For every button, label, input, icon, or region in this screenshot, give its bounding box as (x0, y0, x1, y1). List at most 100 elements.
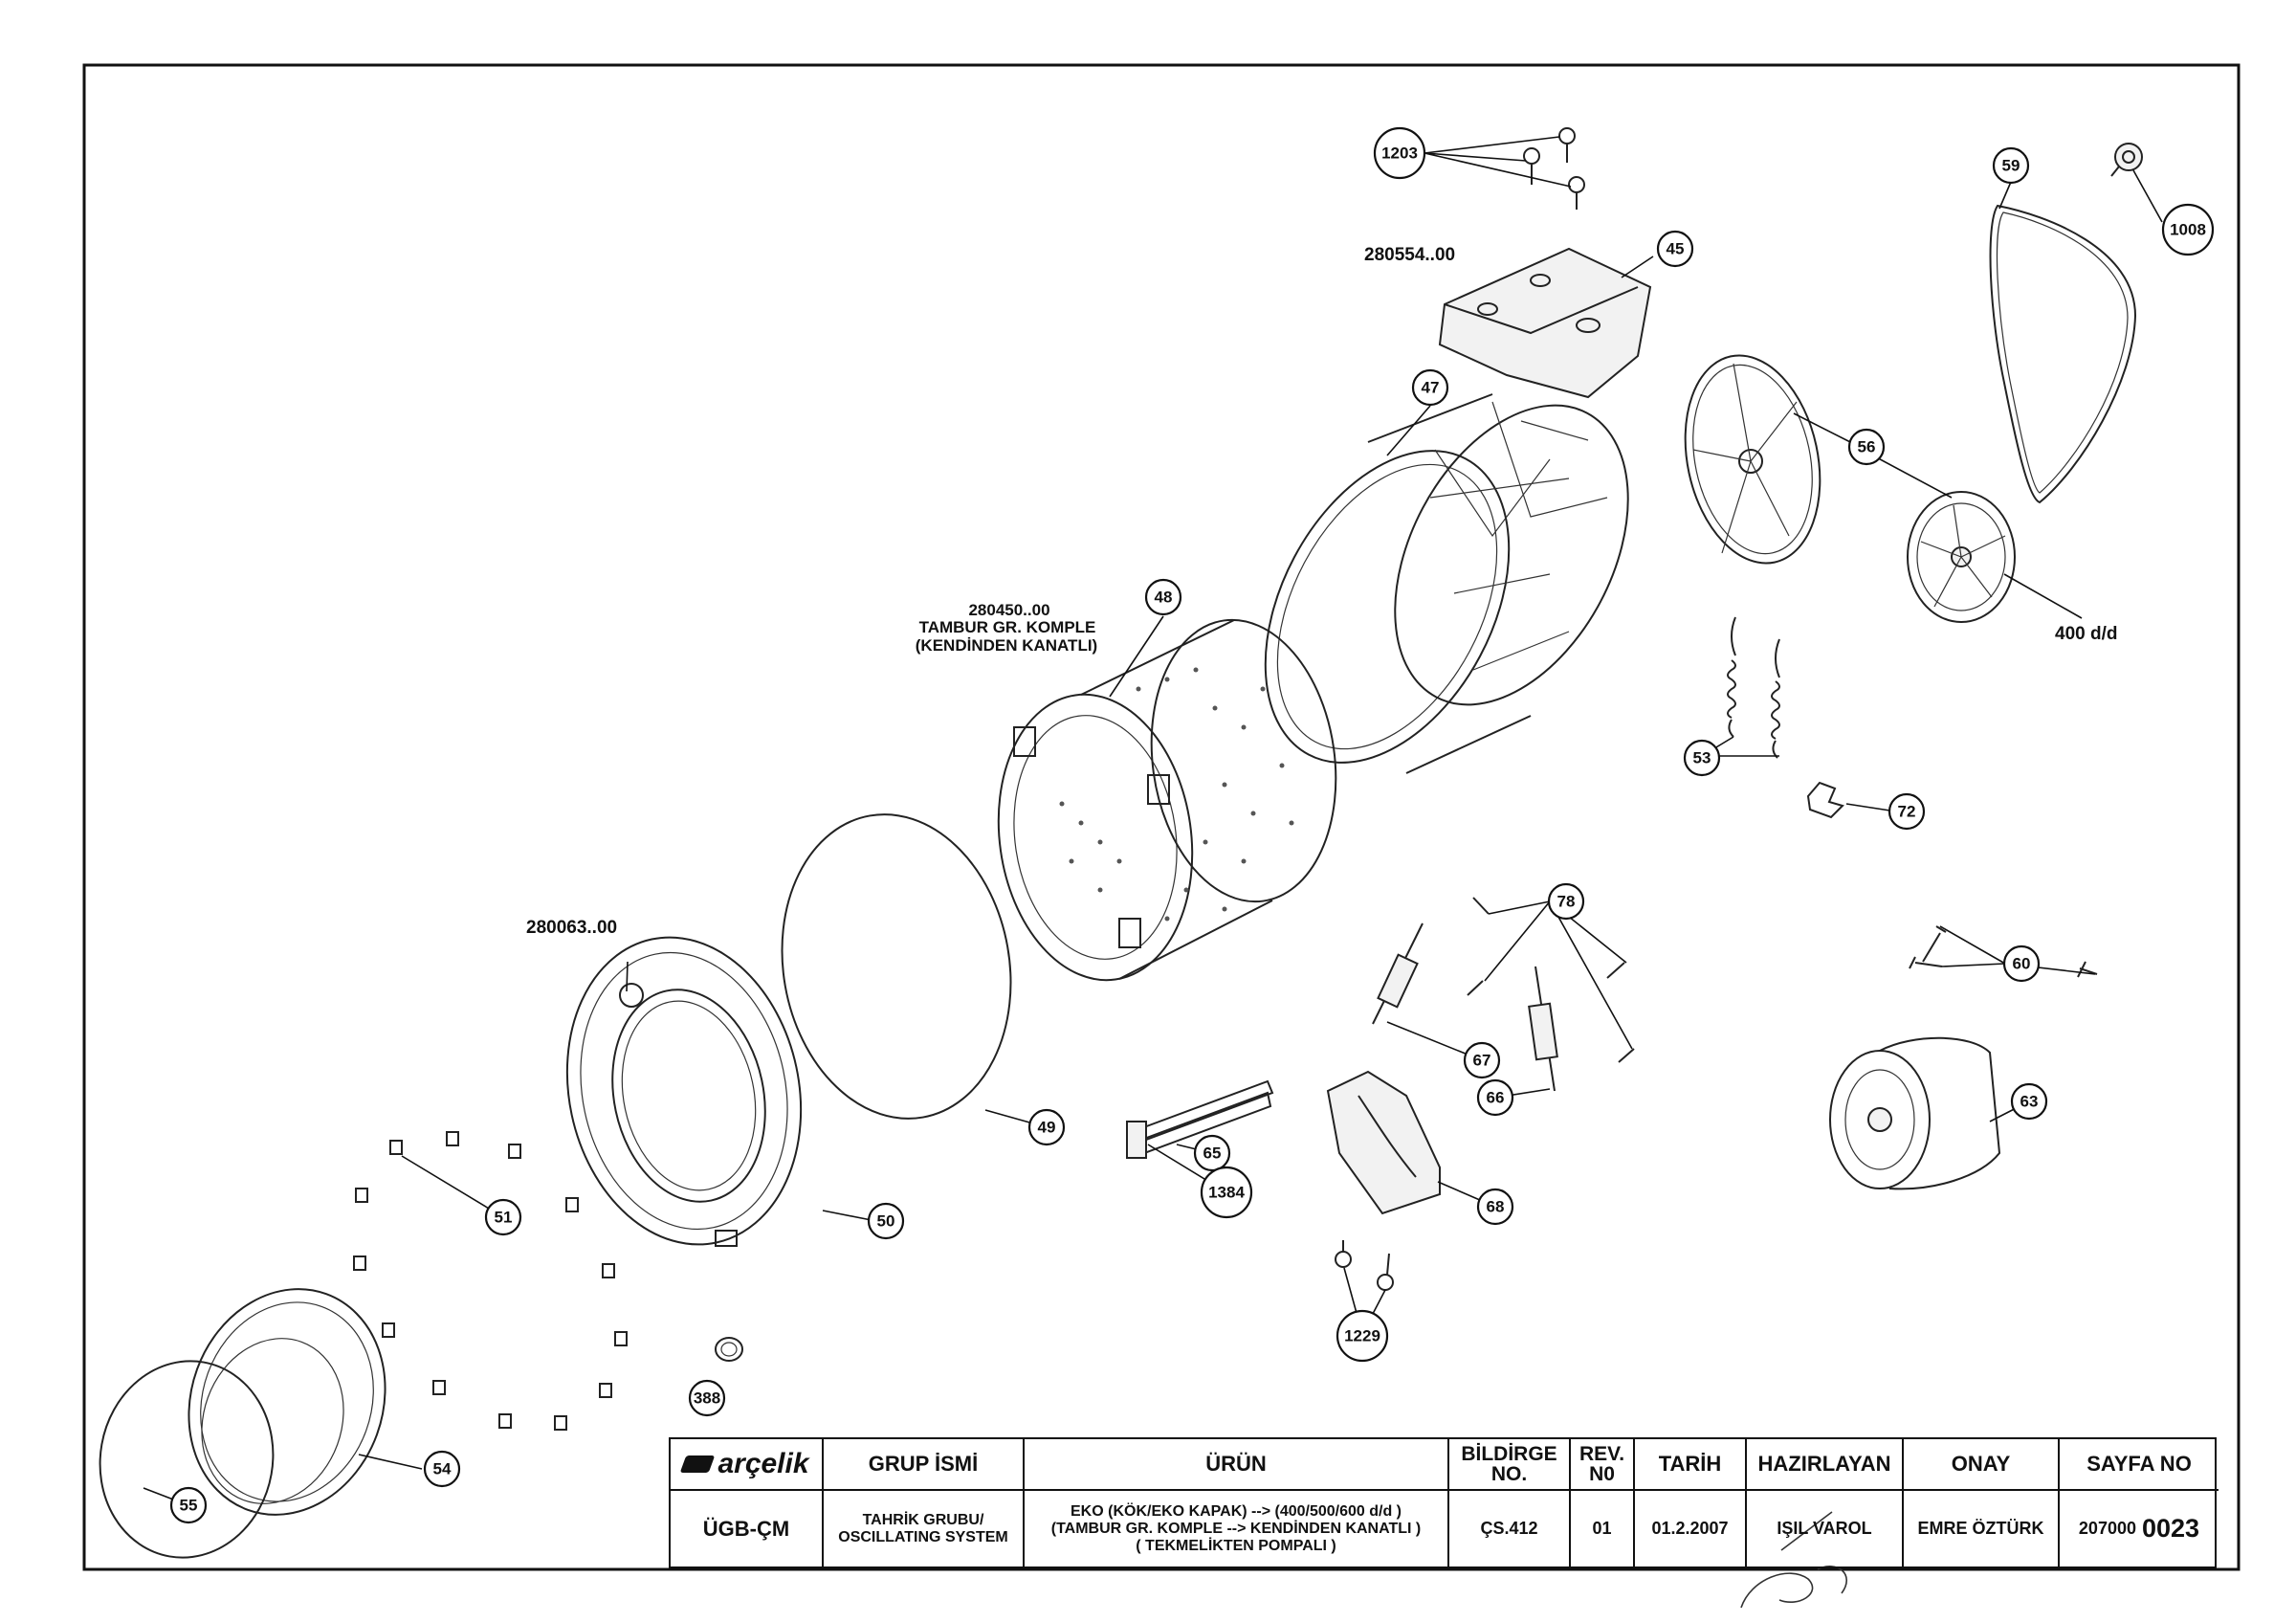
clamp-ring-55 (99, 1360, 275, 1559)
svg-text:47: 47 (1422, 379, 1440, 397)
callout-60: 60 (2002, 944, 2041, 983)
leader-lines (143, 136, 2163, 1508)
drum-48 (997, 618, 1337, 982)
pulley-size: 400 d/d (2055, 624, 2117, 644)
value-sayfa-no: 207000 0023 (2060, 1491, 2219, 1566)
header-onay: ONAY (1904, 1439, 2060, 1491)
value-rev-no: 01 (1571, 1491, 1635, 1566)
drive-belt-59-inner (1996, 211, 2129, 494)
screws-60 (1909, 925, 2098, 978)
callout-67: 67 (1463, 1041, 1501, 1079)
svg-text:59: 59 (2002, 157, 2020, 175)
callout-1203: 1203 (1373, 126, 1426, 180)
header-bildirge-no: BİLDİRGE NO. (1449, 1439, 1571, 1491)
logo-cell: arçelik (671, 1439, 824, 1491)
svg-text:1008: 1008 (2170, 221, 2206, 239)
callout-49: 49 (1027, 1108, 1066, 1146)
shock-absorber-67 (1372, 922, 1424, 1025)
callout-63: 63 (2010, 1082, 2048, 1121)
brand-mark-icon (680, 1455, 716, 1473)
clips-51 (353, 1131, 628, 1431)
callout-66: 66 (1476, 1078, 1514, 1117)
svg-text:67: 67 (1473, 1052, 1491, 1070)
arcelik-logo: arçelik (680, 1448, 809, 1480)
drive-belt-59 (1989, 204, 2137, 504)
code-280063: 280063..00 (526, 918, 617, 938)
pump-housing-68 (1326, 1070, 1441, 1215)
sayfa-prefix: 207000 (2078, 1519, 2136, 1538)
code-280554: 280554..00 (1364, 245, 1455, 265)
svg-text:72: 72 (1898, 803, 1916, 821)
front-frame-50 (565, 936, 803, 1247)
bolts-78 (1467, 897, 1635, 1063)
tambur-line-2: (KENDİNDEN KANATLI) (916, 636, 1097, 655)
heater-65 (1126, 1079, 1274, 1159)
callout-56: 56 (1847, 428, 1886, 466)
clip-72 (1806, 781, 1844, 819)
header-sayfa-no: SAYFA NO (2060, 1439, 2219, 1491)
pulley (1907, 491, 2016, 623)
code-280450: 280450..00 (968, 601, 1049, 619)
callout-48: 48 (1144, 578, 1182, 616)
svg-text:60: 60 (2013, 955, 2031, 973)
screw-set-1203 (1523, 127, 1585, 210)
seal-388 (715, 1337, 743, 1362)
svg-text:56: 56 (1858, 438, 1876, 456)
value-tarih: 01.2.2007 (1635, 1491, 1747, 1566)
springs-53 (1727, 616, 1780, 759)
header-grup-ismi: GRUP İSMİ (824, 1439, 1025, 1491)
svg-text:1229: 1229 (1344, 1327, 1380, 1345)
callout-1384: 1384 (1200, 1166, 1253, 1219)
callout-68: 68 (1476, 1188, 1514, 1226)
tub-47 (1264, 393, 1629, 774)
value-grup-ismi: TAHRİK GRUBU/ OSCILLATING SYSTEM (824, 1491, 1025, 1566)
callout-59: 59 (1992, 146, 2030, 185)
callout-53: 53 (1683, 739, 1721, 777)
value-onay: EMRE ÖZTÜRK (1904, 1491, 2060, 1566)
svg-text:65: 65 (1203, 1144, 1222, 1163)
svg-text:1384: 1384 (1208, 1184, 1245, 1202)
callout-388: 388 (688, 1379, 726, 1417)
callout-45: 45 (1656, 230, 1694, 268)
callout-54: 54 (423, 1450, 461, 1488)
callout-1008: 1008 (2161, 203, 2215, 256)
screws-1229 (1335, 1240, 1394, 1291)
callout-65: 65 (1193, 1134, 1231, 1172)
svg-text:68: 68 (1487, 1198, 1505, 1216)
callout-50: 50 (867, 1202, 905, 1240)
motor-63 (1829, 1036, 2001, 1190)
callout-55: 55 (169, 1486, 208, 1524)
sayfa-number: 0023 (2142, 1514, 2200, 1543)
callout-1229: 1229 (1336, 1309, 1389, 1363)
header-rev-no: REV. N0 (1571, 1439, 1635, 1491)
knob-1008 (2110, 143, 2143, 177)
svg-text:55: 55 (180, 1497, 198, 1515)
counterweight-45 (1438, 247, 1652, 399)
svg-text:50: 50 (877, 1212, 895, 1231)
drum-spider-56 (1684, 354, 1821, 565)
svg-text:54: 54 (433, 1460, 452, 1478)
title-block: arçelik GRUP İSMİ ÜRÜN BİLDİRGE NO. REV.… (669, 1437, 2219, 1568)
svg-text:66: 66 (1487, 1089, 1505, 1107)
tambur-line-1: TAMBUR GR. KOMPLE (919, 618, 1096, 636)
seal-ring-49 (781, 813, 1012, 1120)
header-tarih: TARİH (1635, 1439, 1747, 1491)
shock-absorber-66 (1528, 966, 1558, 1092)
door-bellow-54 (188, 1288, 386, 1516)
svg-text:45: 45 (1667, 240, 1685, 258)
callout-51: 51 (484, 1198, 522, 1236)
svg-text:53: 53 (1693, 749, 1711, 767)
value-group-code: ÜGB-ÇM (671, 1491, 824, 1566)
svg-text:48: 48 (1155, 589, 1173, 607)
svg-text:51: 51 (495, 1209, 513, 1227)
value-hazirlayan: IŞIL VAROL (1747, 1491, 1904, 1566)
svg-text:63: 63 (2020, 1093, 2039, 1111)
callout-47: 47 (1411, 368, 1449, 407)
callout-78: 78 (1547, 882, 1585, 921)
value-urun: EKO (KÖK/EKO KAPAK) --> (400/500/600 d/d… (1025, 1491, 1449, 1566)
svg-text:388: 388 (694, 1389, 720, 1408)
header-hazirlayan: HAZIRLAYAN (1747, 1439, 1904, 1491)
value-bildirge-no: ÇS.412 (1449, 1491, 1571, 1566)
svg-text:78: 78 (1557, 893, 1576, 911)
